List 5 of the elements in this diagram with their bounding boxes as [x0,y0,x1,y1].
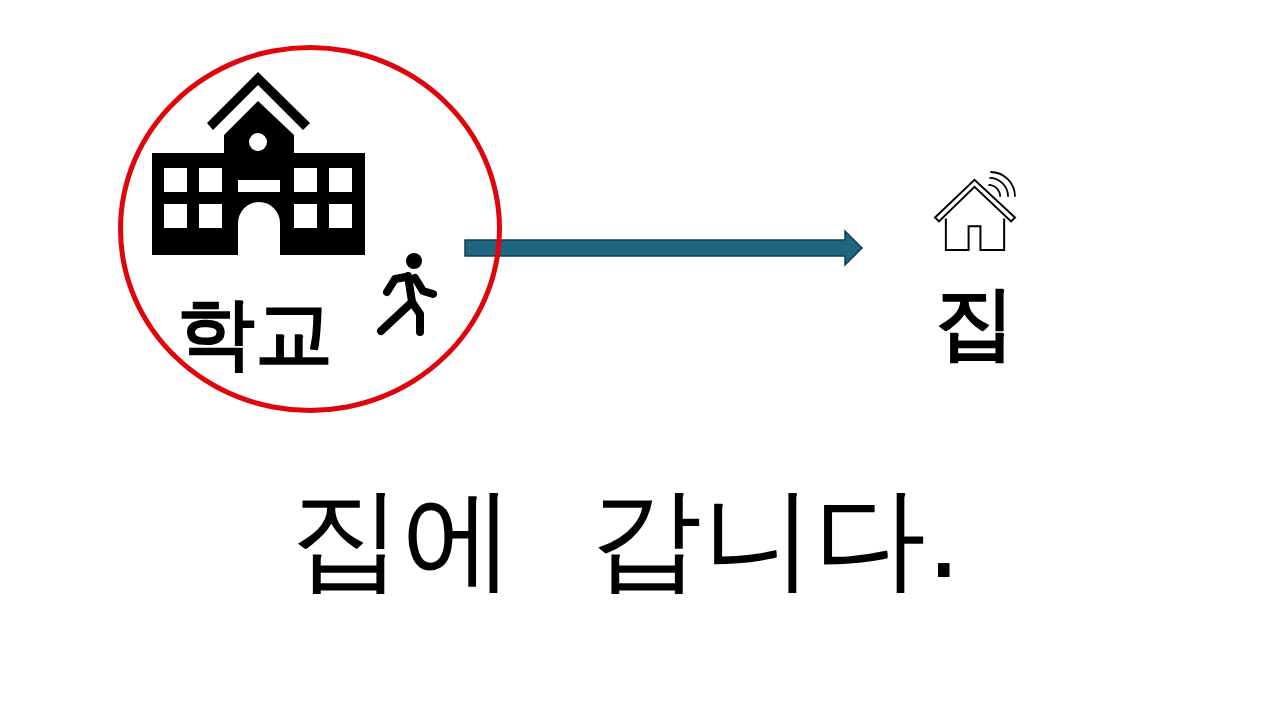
sentence-text: 집에 갑니다. [290,482,962,594]
place-name: 학교 [177,294,333,372]
highlight-circle [118,45,502,413]
place-name: 집 [935,283,1015,363]
arrow [464,229,864,267]
